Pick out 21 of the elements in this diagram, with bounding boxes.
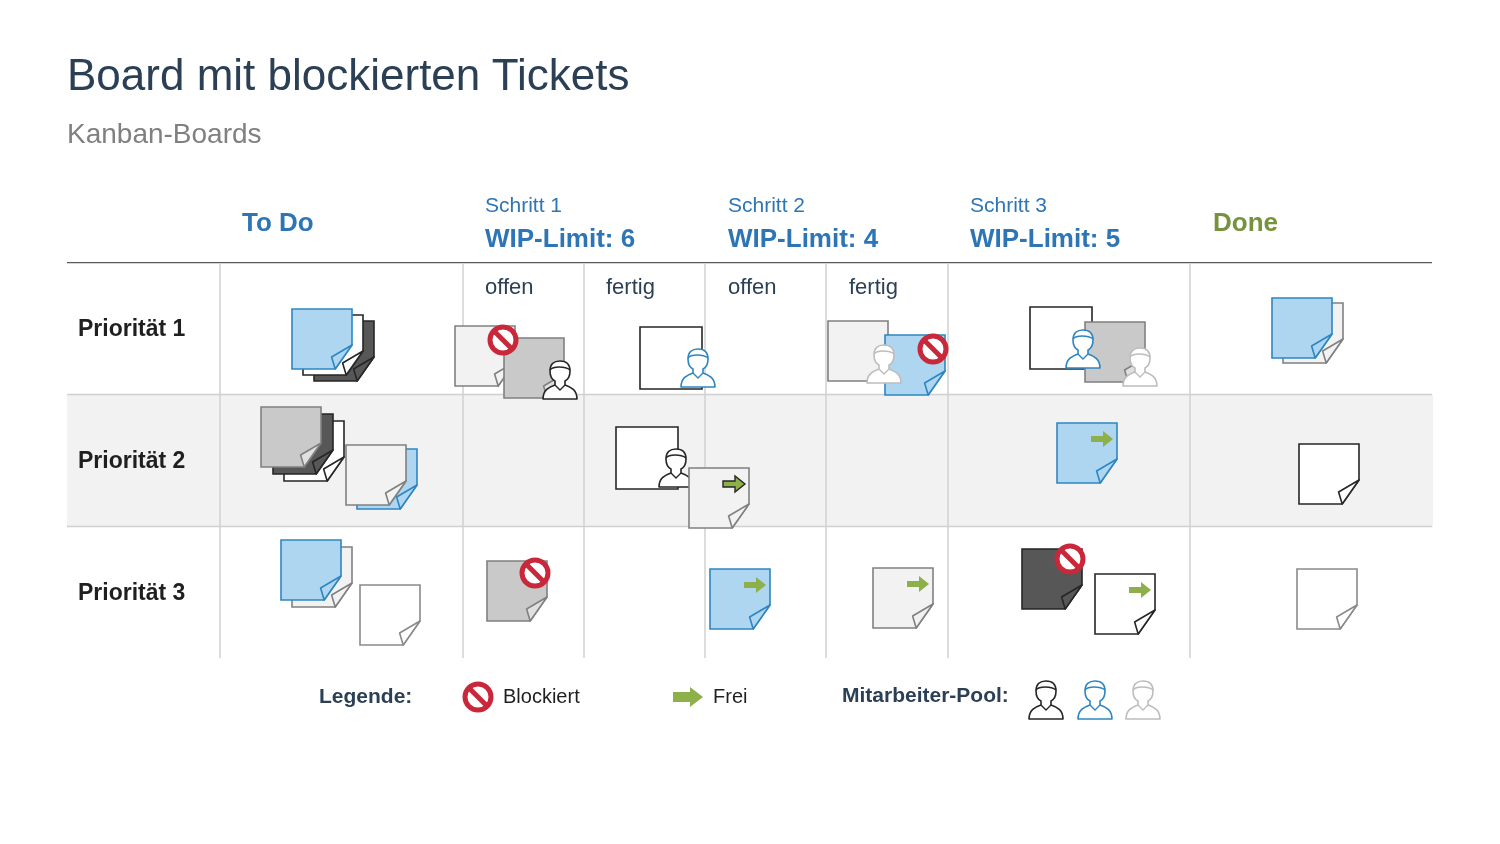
wip-limit: WIP-Limit: 5 [970, 224, 1121, 254]
step-label: Schritt 2 [728, 193, 806, 218]
priority-label: Priorität 1 [78, 315, 186, 342]
priority-label: Priorität 3 [78, 579, 186, 606]
wip-limit: WIP-Limit: 6 [485, 224, 636, 254]
step-label: Schritt 3 [970, 193, 1048, 218]
subcolumn-header: fertig [849, 274, 898, 300]
wip-limit: WIP-Limit: 4 [728, 224, 879, 254]
subcolumn-header: fertig [606, 274, 655, 300]
column-header: Done [1213, 208, 1278, 238]
legend-text: Frei [713, 685, 748, 708]
column-header: To Do [242, 208, 314, 238]
subcolumn-header: offen [728, 274, 777, 300]
step-label: Schritt 1 [485, 193, 563, 218]
priority-label: Priorität 2 [78, 447, 186, 474]
legend-text: Blockiert [503, 685, 580, 708]
section-label: Mitarbeiter-Pool: [842, 683, 1009, 708]
subtitle: Kanban-Boards [67, 118, 262, 151]
title: Board mit blockierten Tickets [67, 50, 630, 100]
subcolumn-header: offen [485, 274, 534, 300]
section-label: Legende: [319, 684, 413, 709]
